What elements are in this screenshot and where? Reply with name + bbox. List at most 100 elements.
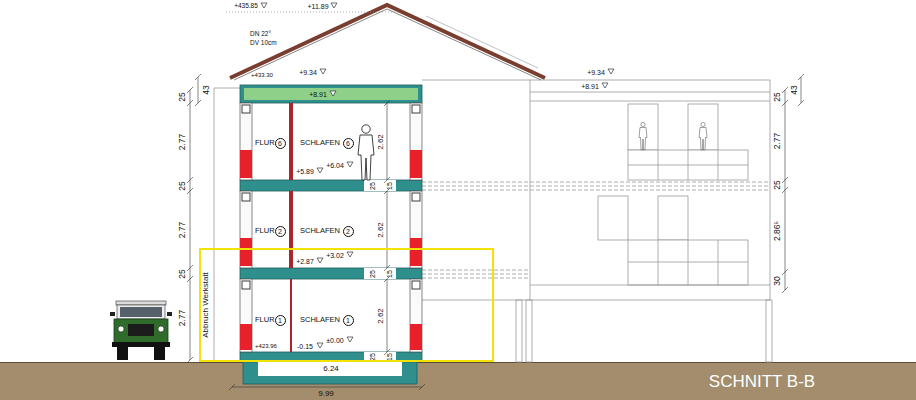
elevation-lines-part [526, 300, 532, 362]
person-figure-part [699, 122, 707, 150]
section-building-part-part [387, 279, 388, 352]
section-building-part-part [410, 191, 422, 268]
dimension-label: 15 [386, 182, 393, 190]
room-number: 2 [346, 228, 350, 235]
dimension-label: 2.77 [178, 222, 187, 239]
level-label: +9.34 [587, 69, 605, 76]
person-figure-part [358, 125, 374, 180]
section-building-part-part [384, 100, 390, 106]
level-label: +9.34 [299, 69, 317, 76]
vehicle-part [158, 326, 164, 332]
vehicle-part [118, 326, 124, 332]
level-label: +2.87 [296, 258, 314, 265]
room-number-circle: 2 [275, 226, 286, 237]
dimension-label: 15 [386, 353, 393, 361]
demolition-zone: Abbruch Werkstatt11 [199, 248, 494, 362]
section-building-part [240, 268, 422, 279]
section-building-part [289, 103, 293, 352]
section-building-part [244, 88, 418, 100]
room-label: FLUR [255, 316, 275, 324]
elevation-lines-part [766, 300, 772, 362]
room-number-circle: 1 [275, 315, 286, 326]
vehicle-part [154, 346, 165, 360]
section-building-part [364, 180, 396, 191]
person-figure-part-part [358, 135, 374, 180]
dimension-label: 25 [178, 181, 187, 190]
section-building-part [258, 362, 402, 376]
level-label: +423.96 [255, 343, 277, 349]
dimension-label: 2.62 [377, 222, 385, 238]
room-number: 1 [346, 317, 350, 324]
section-building-part-part [412, 281, 420, 289]
roof-note: DV 10cm [250, 40, 277, 47]
room-number: 2 [278, 228, 282, 235]
section-building-part-part [240, 279, 252, 352]
vehicle-part [167, 312, 172, 316]
dimension-lines-part [187, 100, 193, 106]
dimension-lines-part [782, 269, 788, 275]
vehicle-part [110, 312, 115, 316]
dimension-label: 25 [178, 92, 187, 101]
level-label: -0.15 [297, 343, 313, 350]
level-markers-part [317, 343, 323, 348]
room-number-circle: 6 [275, 138, 286, 149]
level-markers-part [347, 252, 353, 257]
elevation-lines-part [422, 278, 530, 279]
level-markers-part [320, 69, 326, 74]
section-building-part [240, 150, 422, 350]
section-building-part-part [240, 150, 252, 178]
room-number-circle: 6 [343, 138, 354, 149]
level-label: +435.85 [234, 3, 258, 10]
dimension-lines [187, 74, 804, 390]
section-building [240, 85, 422, 384]
elevation-lines-part [516, 300, 522, 362]
level-markers-part [261, 3, 267, 8]
dimension-label: 30 [773, 276, 782, 285]
elevation-lines-part [422, 80, 530, 81]
dimension-lines-part [187, 276, 193, 282]
section-building-part-part [242, 281, 250, 289]
level-markers-part [330, 91, 336, 96]
section-building-part-part [412, 193, 420, 201]
room-label: SCHLAFEN [300, 316, 340, 324]
room-number: 6 [346, 140, 350, 147]
dimension-label: 2.62 [377, 308, 385, 324]
section-building-part [242, 105, 420, 289]
elevation-lines-part [688, 240, 689, 285]
level-label: ±0.00 [326, 337, 343, 344]
section-building-part-part [410, 103, 422, 180]
dimension-lines-part [419, 384, 425, 390]
dimension-lines-part [782, 187, 788, 193]
dimension-lines-part [187, 265, 193, 271]
person-figure-part-part [699, 128, 707, 151]
elevation-lines-part [422, 274, 530, 275]
vehicle-part [114, 319, 168, 345]
section-building-part-part [242, 193, 250, 201]
room-number: 6 [278, 140, 282, 147]
level-label: +8.91 [309, 91, 327, 98]
vehicle-part [117, 346, 128, 360]
elevation-lines-part [422, 190, 770, 191]
person-figure-part-part [641, 122, 645, 126]
dimension-label: 25 [369, 270, 376, 278]
dimension-lines-part [782, 287, 788, 293]
person-figure-part-part [639, 128, 647, 151]
dimension-lines-part [187, 177, 193, 183]
elevation-lines-part [422, 300, 530, 301]
elevation-lines-part [530, 101, 770, 102]
elevation-lines-part [628, 150, 748, 180]
elevation-lines-part [688, 104, 718, 150]
section-building-part-part [410, 279, 422, 352]
section-building-part [240, 103, 422, 352]
dimension-lines-part [229, 384, 235, 390]
elevation-lines-part [530, 285, 770, 286]
section-building-part-part [412, 105, 420, 113]
roof-part [230, 5, 545, 78]
ground [0, 362, 916, 400]
elevation-lines-part [658, 196, 688, 240]
dimension-label: 25 [178, 269, 187, 278]
dimension-lines-part [782, 87, 788, 93]
elevation-lines-part [628, 104, 658, 150]
